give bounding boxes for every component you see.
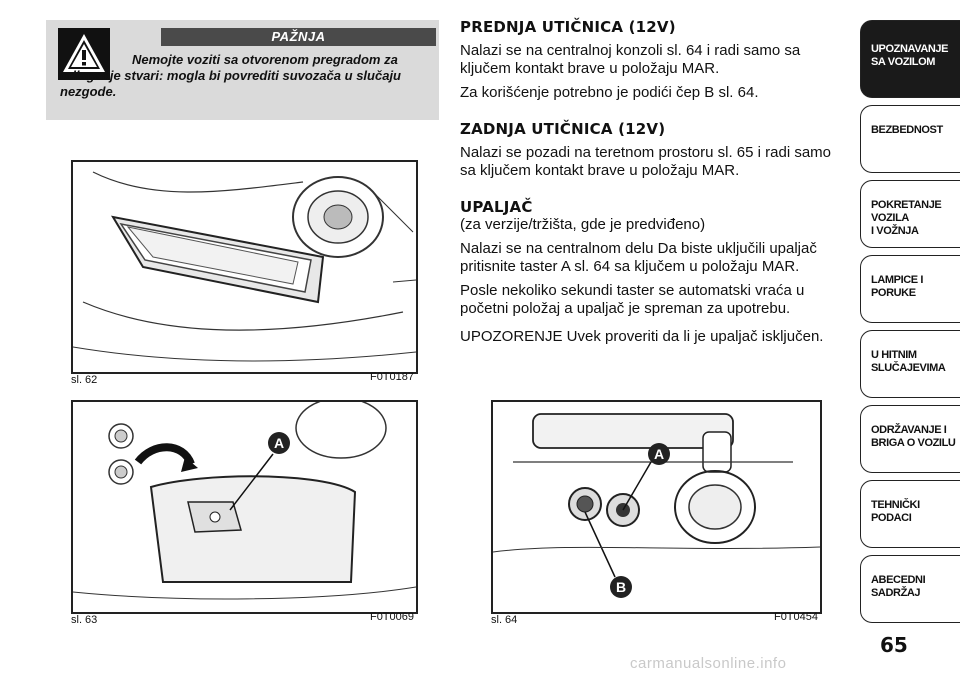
tab-odrzavanje[interactable]: ODRŽAVANJE I BRIGA O VOZILU (860, 405, 960, 473)
section-front-socket-paragraph-1: Nalazi se na centralnoj konzoli sl. 64 i… (460, 42, 801, 77)
figure-62-code: F0T0187 (369, 371, 414, 383)
figure-63-image: A (71, 400, 418, 614)
tab-bezbednost[interactable]: BEZBEDNOST (860, 105, 960, 173)
warning-line-2: za odlaganje stvari: mogla bi povrediti (60, 52, 398, 83)
tab-abecedni-sadrzaj[interactable]: ABECEDNI SADRŽAJ (860, 555, 960, 623)
watermark: carmanualsonline.info (630, 655, 787, 672)
section-lighter-warning: UPOZORENJE Uvek proveriti da li je upalj… (460, 328, 824, 345)
tab-pokretanje[interactable]: POKRETANJE VOZILA I VOŽNJA (860, 180, 960, 248)
warning-line-3: suvozača u slučaju nezgode. (60, 68, 401, 99)
section-lighter-subtitle: (za verzije/tržišta, gde je predviđeno) (460, 216, 706, 233)
figure-64-callout-b: B (616, 579, 626, 595)
body-column: PREDNJA UTIČNICA (12V) Nalazi se na cent… (460, 18, 850, 352)
tab-label: ODRŽAVANJE I BRIGA O VOZILU (871, 424, 956, 449)
section-rear-socket-title: ZADNJA UTIČNICA (12V) (460, 120, 666, 138)
tab-label: TEHNIČKI PODACI (871, 499, 920, 524)
warning-line-1: Nemojte voziti sa otvorenom pregradom (132, 52, 381, 67)
tab-label: ABECEDNI SADRŽAJ (871, 574, 926, 599)
tab-tehnicki-podaci[interactable]: TEHNIČKI PODACI (860, 480, 960, 548)
figure-64-caption: sl. 64 (491, 614, 518, 626)
page-number: 65 (880, 633, 908, 657)
chapter-tabs: UPOZNAVANJE SA VOZILOM BEZBEDNOST POKRET… (860, 20, 960, 630)
glovebox-illustration (73, 162, 416, 372)
section-rear-socket-paragraph: Nalazi se pozadi na teretnom prostoru sl… (460, 144, 832, 179)
tab-label: U HITNIM SLUČAJEVIMA (871, 349, 946, 374)
figure-63-callout: A (274, 435, 284, 451)
warning-triangle-icon (58, 28, 110, 80)
tab-label: BEZBEDNOST (871, 124, 943, 136)
tab-label: POKRETANJE VOZILA I VOŽNJA (871, 199, 942, 237)
figure-63-caption: sl. 63 (71, 614, 98, 626)
section-lighter-paragraph-2: Posle nekoliko sekundi taster se automat… (460, 282, 805, 317)
section-lighter-paragraph-1: Nalazi se na centralnom delu Da biste uk… (460, 240, 817, 275)
warning-text: Nemojte voziti sa otvorenom pregradom za… (60, 52, 430, 100)
figure-64-callout-a: A (654, 446, 664, 462)
tab-upoznavanje[interactable]: UPOZNAVANJE SA VOZILOM (860, 20, 960, 98)
glovebox-open-illustration: A (73, 402, 416, 612)
tab-label: LAMPICE I PORUKE (871, 274, 924, 299)
figure-62-image (71, 160, 418, 374)
warning-box: PAŽNJA Nemojte voziti sa otvorenom pregr… (46, 20, 439, 120)
section-lighter-title: UPALJAČ (460, 198, 533, 216)
console-sockets-illustration: A B (493, 402, 820, 612)
figure-63-code: F0T0069 (369, 611, 414, 623)
figure-64-image: A B (491, 400, 822, 614)
figure-62-caption: sl. 62 (71, 374, 98, 386)
section-front-socket-paragraph-2: Za korišćenje potrebno je podići čep B s… (460, 84, 759, 101)
figure-64-code: F0T0454 (773, 611, 818, 623)
section-front-socket-title: PREDNJA UTIČNICA (12V) (460, 18, 676, 36)
warning-title: PAŽNJA (161, 28, 436, 46)
tab-hitni-slucajevi[interactable]: U HITNIM SLUČAJEVIMA (860, 330, 960, 398)
tab-label: UPOZNAVANJE SA VOZILOM (871, 43, 949, 68)
tab-lampice[interactable]: LAMPICE I PORUKE (860, 255, 960, 323)
